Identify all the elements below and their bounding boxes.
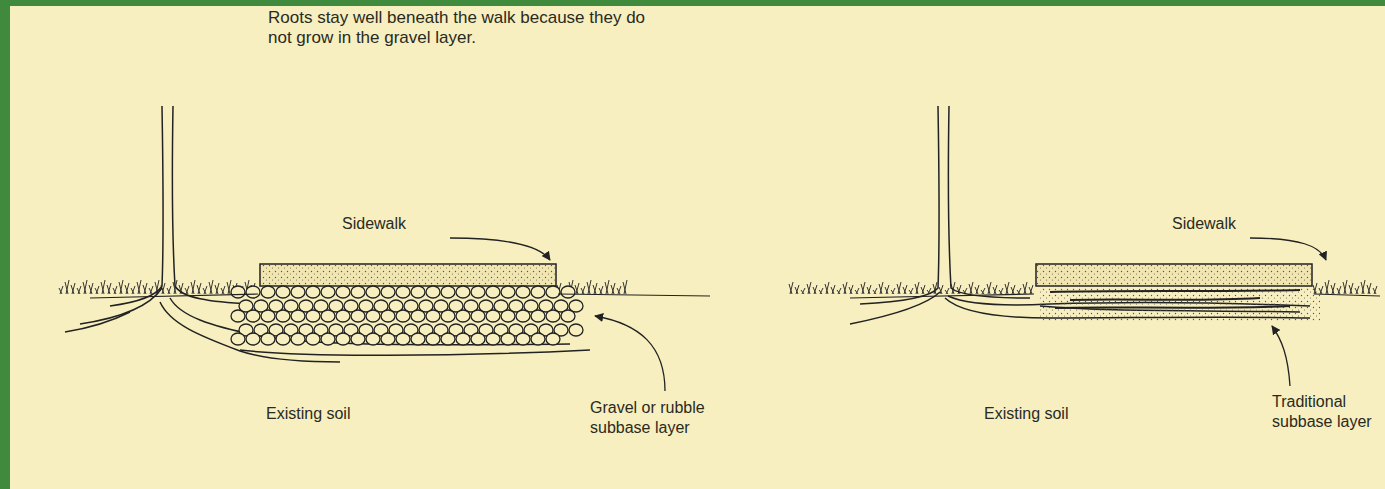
subbase-streaks bbox=[1050, 290, 1300, 308]
right-tree bbox=[850, 106, 1310, 324]
part-label: Sidewalk bbox=[342, 214, 452, 234]
illustration bbox=[10, 6, 1385, 489]
left-tree bbox=[65, 106, 590, 362]
right-sidewalk bbox=[1036, 264, 1312, 286]
part-label: Traditional subbase layer bbox=[1272, 392, 1376, 432]
background-panel: Roots stay well beneath the walk because… bbox=[10, 6, 1385, 489]
caption-note: Roots stay well beneath the walk because… bbox=[268, 8, 648, 48]
leader-line bbox=[1250, 238, 1326, 260]
left-sidewalk bbox=[260, 264, 556, 286]
part-label: Gravel or rubble subbase layer bbox=[590, 398, 750, 438]
part-label: Existing soil bbox=[984, 404, 1144, 424]
leader-line bbox=[595, 316, 665, 391]
leader-line bbox=[1272, 326, 1290, 386]
leader-line bbox=[450, 238, 550, 260]
right-sidewalk-texture bbox=[1037, 265, 1311, 285]
left-sidewalk-texture bbox=[261, 265, 555, 285]
part-label: Existing soil bbox=[266, 404, 426, 424]
traditional-subbase bbox=[1040, 287, 1320, 321]
part-label: Sidewalk bbox=[1172, 214, 1282, 234]
